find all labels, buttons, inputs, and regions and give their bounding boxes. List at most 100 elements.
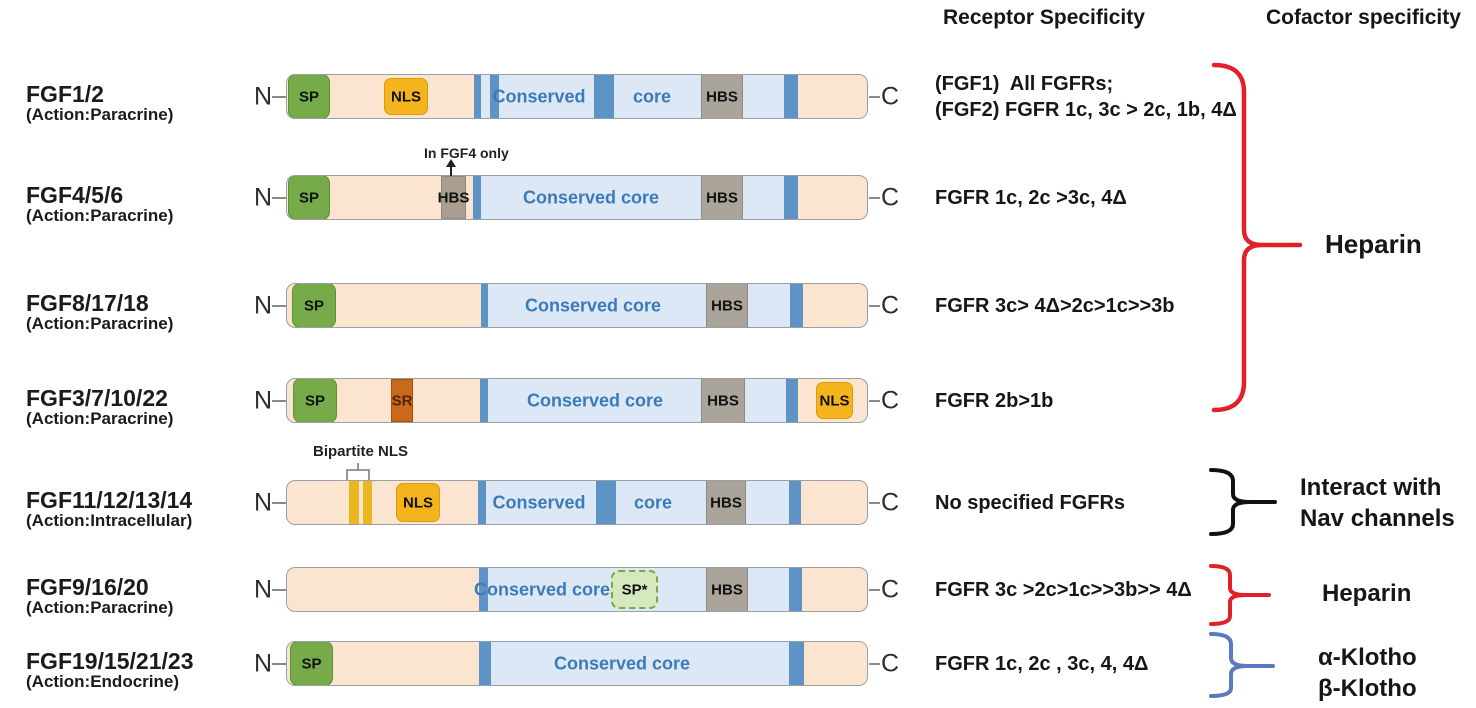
domain-nls: NLS	[816, 382, 853, 419]
annotation-arrow-line	[450, 167, 452, 176]
protein-row-fgf1-2: FGF1/2 (Action:Paracrine) N HBS SP NLS C…	[0, 73, 1476, 125]
blue-stripe	[784, 176, 798, 219]
n-terminus-line	[272, 304, 286, 307]
protein-name: FGF8/17/18	[26, 290, 149, 316]
receptor-specificity-header: Receptor Specificity	[943, 6, 1145, 29]
heparin-group-brace-icon	[1211, 62, 1303, 413]
receptor-specificity-text: FGFR 3c >2c>1c>>3b>> 4Δ	[935, 578, 1192, 601]
conserved-core-label: Conserved core	[526, 390, 664, 410]
domain-hbs: HBS	[701, 176, 743, 219]
bipartite-nls-annotation: Bipartite NLS	[313, 443, 409, 460]
n-terminus-line	[272, 662, 286, 665]
c-terminus-label: C	[881, 649, 900, 677]
blue-stripe	[784, 75, 798, 118]
n-terminus-label: N	[254, 386, 273, 414]
domain-hbs: HBS	[701, 75, 743, 118]
n-terminus-line	[272, 399, 286, 402]
n-terminus-label: N	[254, 649, 273, 677]
protein-label: FGF3/7/10/22 (Action:Paracrine)	[26, 385, 173, 429]
blue-stripe	[490, 75, 499, 118]
cofactor-nav-channels-label: Interact with Nav channels	[1300, 474, 1455, 532]
protein-action: (Action:Paracrine)	[26, 105, 174, 124]
n-terminus-line	[272, 588, 286, 591]
c-terminus-line	[869, 501, 880, 504]
nav-channels-brace-icon	[1209, 468, 1277, 536]
receptor-specificity-text: (FGF1) All FGFRs; (FGF2) FGFR 1c, 3c > 2…	[935, 72, 1237, 121]
protein-label: FGF19/15/21/23 (Action:Endocrine)	[26, 650, 194, 692]
protein-name: FGF4/5/6	[26, 182, 124, 208]
receptor-specificity-text: FGFR 2b>1b	[935, 389, 1054, 412]
domain-sr: SR	[391, 379, 413, 422]
blue-block	[594, 75, 614, 118]
cofactor-specificity-header: Cofactor specificity	[1266, 6, 1461, 29]
protein-action: (Action:Paracrine)	[26, 206, 174, 225]
domain-hbs: HBS	[706, 481, 746, 524]
c-terminus-line	[869, 95, 880, 98]
domain-sp: SP	[293, 379, 337, 422]
c-terminus-label: C	[881, 386, 900, 414]
domain-hbs: HBS	[706, 568, 748, 611]
domain-nls: NLS	[396, 483, 440, 522]
protein-row-fgf11-12-13-14: FGF11/12/13/14 (Action:Intracellular) N …	[0, 443, 1476, 530]
conserved-core-label: Conserved core	[524, 295, 662, 315]
protein-bar: HBS SP NLS Conserved core	[286, 74, 868, 119]
bipartite-nls-stripe	[363, 481, 372, 524]
blue-stripe	[789, 642, 804, 685]
c-terminus-label: C	[881, 82, 900, 110]
bipartite-nls-stripe	[349, 481, 359, 524]
c-terminus-label: C	[881, 488, 900, 516]
domain-nls: NLS	[384, 78, 428, 115]
blue-stripe	[478, 481, 486, 524]
conserved-core-label: Conserved core	[522, 187, 660, 207]
c-terminus-line	[869, 399, 880, 402]
protein-label: FGF8/17/18 (Action:Paracrine)	[26, 290, 173, 334]
annotation-arrow-icon	[446, 159, 456, 167]
domain-sp-star: SP*	[611, 570, 658, 609]
blue-stripe	[786, 379, 798, 422]
protein-action: (Action:Paracrine)	[26, 598, 174, 617]
protein-action: (Action:Intracellular)	[26, 511, 193, 530]
protein-row-fgf9-16-20: FGF9/16/20 (Action:Paracrine) N SP* HBS …	[0, 567, 1476, 617]
blue-stripe	[790, 284, 803, 327]
conserved-core-label: Conserved core	[473, 579, 611, 599]
c-terminus-label: C	[881, 291, 900, 319]
protein-label: FGF1/2 (Action:Paracrine)	[26, 81, 174, 125]
blue-stripe	[473, 176, 481, 219]
receptor-specificity-text: FGFR 1c, 2c >3c, 4Δ	[935, 186, 1127, 209]
protein-name: FGF9/16/20	[26, 574, 149, 600]
protein-name: FGF1/2	[26, 81, 104, 107]
cofactor-heparin-fgf9-label: Heparin	[1322, 580, 1412, 607]
domain-sp: SP	[292, 284, 336, 327]
conserved-core-label: Conserved core	[553, 653, 691, 673]
protein-label: FGF11/12/13/14 (Action:Intracellular)	[26, 487, 193, 531]
c-terminus-line	[869, 196, 880, 199]
n-terminus-label: N	[254, 488, 273, 516]
protein-bar: SP Conserved core	[286, 641, 868, 686]
protein-name: FGF11/12/13/14	[26, 487, 193, 513]
blue-stripe	[789, 568, 802, 611]
c-terminus-label: C	[881, 575, 900, 603]
c-terminus-label: C	[881, 183, 900, 211]
protein-name: FGF3/7/10/22	[26, 385, 168, 411]
protein-row-fgf8-17-18: FGF8/17/18 (Action:Paracrine) N HBS SP C…	[0, 283, 1476, 333]
receptor-specificity-text: FGFR 3c> 4Δ>2c>1c>>3b	[935, 294, 1175, 317]
protein-row-fgf19-15-21-23: FGF19/15/21/23 (Action:Endocrine) N SP C…	[0, 641, 1476, 691]
blue-stripe	[481, 284, 488, 327]
n-terminus-line	[272, 95, 286, 98]
c-terminus-line	[869, 304, 880, 307]
conserved-core-region	[474, 75, 798, 118]
conserved-label: Conserved	[492, 86, 586, 106]
core-label: core	[632, 86, 672, 106]
n-terminus-label: N	[254, 82, 273, 110]
receptor-specificity-text: FGFR 1c, 2c , 3c, 4, 4Δ	[935, 652, 1149, 675]
domain-sp: SP	[290, 642, 333, 685]
protein-bar: HBS SP Conserved core	[286, 283, 868, 328]
protein-bar: NLS HBS Conserved core	[286, 480, 868, 525]
klotho-brace-icon	[1209, 632, 1275, 698]
c-terminus-line	[869, 588, 880, 591]
protein-label: FGF4/5/6 (Action:Paracrine)	[26, 182, 174, 226]
n-terminus-label: N	[254, 183, 273, 211]
conserved-core-region	[491, 642, 789, 685]
domain-hbs: HBS	[701, 379, 745, 422]
